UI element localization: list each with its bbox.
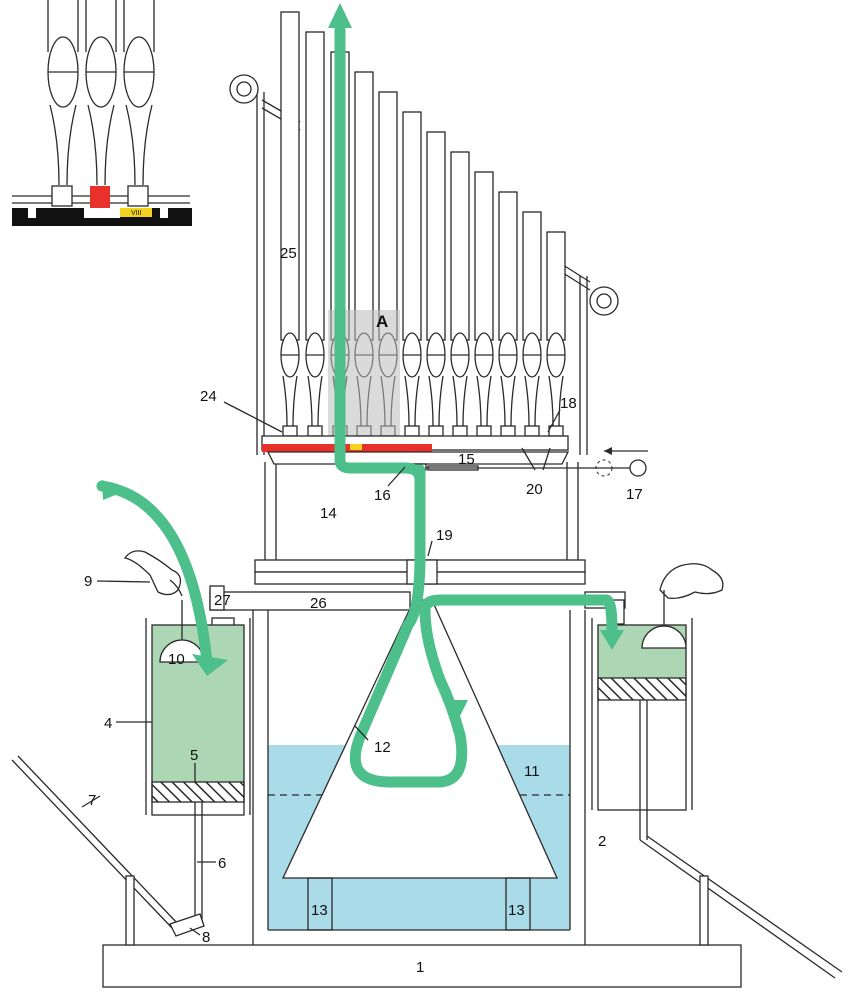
label-16: 16 [374, 487, 391, 504]
yellow-slider [350, 444, 362, 450]
label-5: 5 [190, 747, 198, 764]
label-15: 15 [458, 451, 475, 468]
key-knob [629, 459, 647, 477]
label-8: 8 [202, 929, 210, 946]
label-2: 2 [598, 833, 606, 850]
organ-pipe [522, 211, 542, 437]
label-6: 6 [218, 855, 226, 872]
leader-lines [81, 401, 561, 936]
organ-pipe [305, 31, 325, 437]
air-distribution-path [349, 464, 618, 788]
part-labels: 1 2 4 5 6 7 8 9 10 11 12 13 13 14 15 16 … [84, 245, 643, 976]
label-12: 12 [374, 739, 391, 756]
air-inflow-arrowhead [192, 654, 228, 676]
air-outflow-arrowhead [328, 3, 352, 28]
inset-detail: VIII [12, 0, 192, 226]
label-4: 4 [104, 715, 112, 732]
windchest [261, 435, 648, 477]
organ-pipe [280, 11, 300, 437]
organ-pipe [474, 171, 494, 437]
label-11: 11 [524, 763, 540, 780]
support-left [307, 877, 333, 931]
inset-yellow-slider [120, 208, 152, 217]
label-7: 7 [88, 792, 96, 809]
left-piston [151, 781, 245, 803]
detail-label-a: A [376, 312, 388, 331]
left-pump [11, 550, 251, 946]
label-13-left: 13 [311, 902, 328, 919]
air-right-arrowhead [600, 630, 624, 650]
support-right [505, 877, 531, 931]
right-piston [597, 677, 687, 701]
pnigeus-funnel [281, 599, 559, 879]
inset-label: VIII [131, 210, 142, 217]
label-18: 18 [560, 395, 577, 412]
organ-pipe [450, 151, 470, 437]
label-24: 24 [200, 388, 217, 405]
organ-pipes [280, 11, 566, 437]
label-26: 26 [310, 595, 327, 612]
air-inflow-tail [102, 480, 128, 500]
label-19: 19 [436, 527, 453, 544]
label-20: 20 [526, 481, 543, 498]
red-sliders [262, 444, 432, 452]
right-pump [591, 563, 843, 979]
organ-pipe [426, 131, 446, 437]
label-9: 9 [84, 573, 92, 590]
label-17: 17 [626, 486, 643, 503]
organ-pipe [402, 111, 422, 437]
base-platform [102, 944, 742, 988]
central-tank [252, 599, 586, 945]
label-1: 1 [416, 959, 424, 976]
air-flow-arrows [96, 3, 624, 788]
label-13-right: 13 [508, 902, 525, 919]
label-14: 14 [320, 505, 337, 522]
air-to-pipe-path [334, 24, 426, 486]
inset-pipes [47, 0, 155, 186]
label-27: 27 [214, 592, 231, 609]
right-valve [641, 625, 687, 649]
organ-pipe [498, 191, 518, 437]
label-25: 25 [280, 245, 297, 262]
air-downflow-arrowhead [442, 700, 468, 720]
label-10: 10 [168, 651, 185, 668]
inset-red-slider [90, 186, 110, 208]
